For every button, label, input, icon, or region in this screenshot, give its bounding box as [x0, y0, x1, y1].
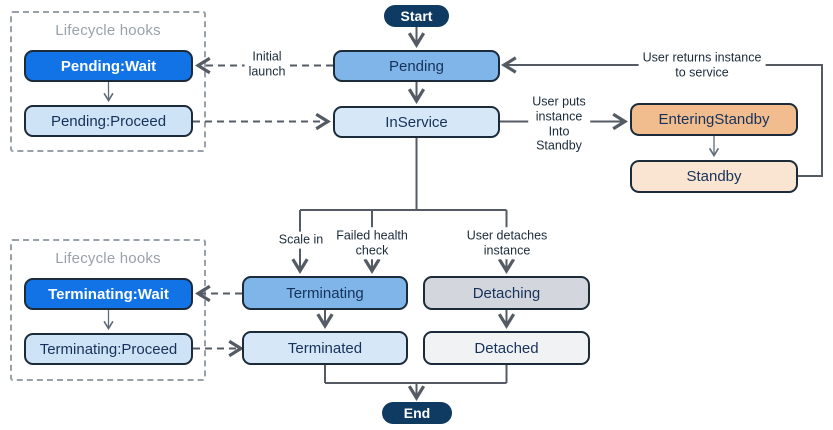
state-standby: Standby	[630, 160, 798, 193]
state-detached: Detached	[423, 331, 590, 365]
state-terminating: Terminating	[242, 276, 408, 310]
hook-terminating-wait: Terminating:Wait	[24, 278, 193, 310]
start-terminal: Start	[384, 5, 449, 27]
hook-terminating-proceed: Terminating:Proceed	[24, 333, 193, 365]
label-scale-in: Scale in	[274, 231, 328, 249]
state-terminated: Terminated	[242, 331, 408, 365]
label-user-returns-instance: User returns instance to service	[638, 49, 766, 81]
state-inservice: InService	[333, 106, 500, 138]
label-failed-health-check: Failed health check	[332, 227, 412, 259]
hook-pending-proceed: Pending:Proceed	[24, 105, 193, 137]
group-title-pending-hooks: Lifecycle hooks	[55, 22, 161, 39]
group-title-terminating-hooks: Lifecycle hooks	[55, 250, 161, 267]
state-entering-standby: EnteringStandby	[630, 103, 798, 136]
state-detaching: Detaching	[423, 276, 590, 310]
end-terminal: End	[382, 402, 452, 424]
state-pending: Pending	[333, 50, 500, 82]
label-user-puts-standby: User puts instance Into Standby	[528, 93, 590, 155]
hook-pending-wait: Pending:Wait	[24, 50, 193, 82]
label-user-detaches-instance: User detaches instance	[462, 227, 552, 259]
label-initial-launch: Initial launch	[244, 48, 290, 80]
